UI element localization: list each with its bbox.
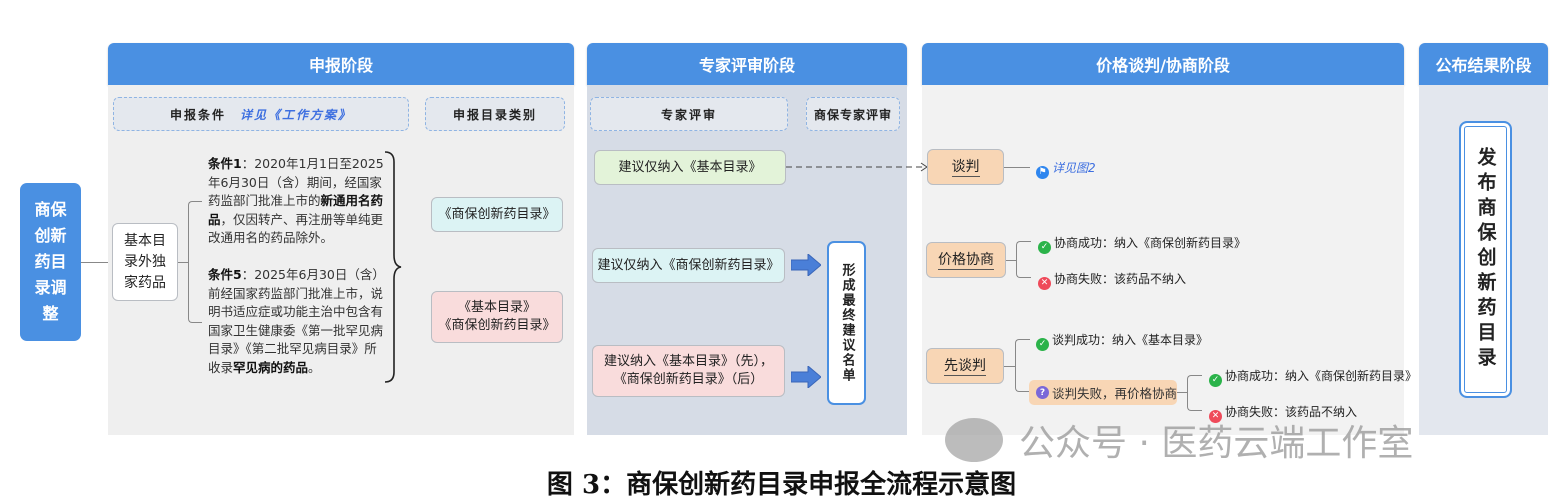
consult-success: ✓协商成功：纳入《商保创新药目录》	[1038, 234, 1246, 254]
drug-type-node: 基本目录外独家药品	[112, 223, 178, 301]
option-line: 《商保创新药目录》（后）	[613, 372, 764, 387]
final-list-label: 形成最终建议名单	[839, 263, 855, 383]
condition-1-label: 条件1	[208, 156, 242, 171]
stage-header-negotiation: 价格谈判/协商阶段	[922, 43, 1404, 85]
figure-caption: 图 3：商保创新药目录申报全流程示意图	[546, 470, 1017, 500]
bracket	[1177, 392, 1187, 393]
consult-fail: ✕协商失败：该药品不纳入	[1038, 270, 1186, 290]
condition-1: 条件1：2020年1月1日至2025年6月30日（含）期间，经国家药监部门批准上…	[208, 155, 388, 248]
cross-icon: ✕	[1209, 409, 1222, 423]
connector	[1004, 167, 1030, 168]
watermark: 公众号 · 医药云端工作室	[945, 412, 1413, 468]
condition-text: ：2020年1月1日至2025年6月30日（含）期间，经国家药监部门批准上市的	[208, 156, 384, 209]
bracket	[1187, 375, 1202, 411]
work-plan-link[interactable]: 详见《工作方案》	[240, 107, 353, 122]
category-header: 申报目录类别	[425, 97, 565, 131]
arrow-right-icon	[791, 254, 821, 276]
root-node: 商保创新药目录调整	[20, 183, 81, 341]
option-basic-only: 建议仅纳入《基本目录》	[594, 150, 786, 185]
stage-header-publish: 公布结果阶段	[1419, 43, 1548, 85]
negotiate-success-label: 谈判成功：纳入《基本目录》	[1052, 333, 1209, 347]
conditions-header: 申报条件 详见《工作方案》	[113, 97, 409, 131]
expert-review-header: 专家评审	[590, 97, 788, 131]
option-basic-then-commercial: 建议纳入《基本目录》（先）， 《商保创新药目录》（后）	[592, 345, 785, 397]
price-consult-label: 价格协商	[938, 251, 994, 270]
negotiate-fail-label: 谈判失败，再价格协商	[1051, 386, 1177, 401]
consult-fail-2-label: 协商失败：该药品不纳入	[1225, 405, 1358, 419]
cross-icon: ✕	[1038, 276, 1051, 290]
publish-result-label: 发布商保创新药目录	[1474, 147, 1497, 372]
category-line: 《基本目录》	[457, 300, 536, 315]
check-icon: ✓	[1038, 240, 1051, 254]
option-line: 建议纳入《基本目录》（先），	[603, 354, 773, 369]
negotiate-first-label: 先谈判	[944, 357, 986, 376]
negotiate-first-node: 先谈判	[926, 348, 1004, 384]
condition-text: ，仅因转产、再注册等单纯更改通用名的药品除外。	[208, 211, 384, 246]
bracket	[1016, 241, 1031, 278]
conditions-label: 申报条件	[169, 107, 226, 122]
consult-fail-2: ✕协商失败：该药品不纳入	[1209, 403, 1357, 423]
declare-panel	[108, 85, 574, 435]
condition-5-label: 条件5	[208, 267, 242, 282]
option-commercial-only: 建议仅纳入《商保创新药目录》	[592, 248, 785, 283]
dashed-arrow	[786, 162, 928, 172]
check-icon: ✓	[1209, 373, 1222, 387]
publish-result-node: 发布商保创新药目录	[1459, 121, 1512, 398]
wechat-icon	[945, 418, 1003, 462]
bracket	[1004, 366, 1015, 367]
condition-5: 条件5：2025年6月30日（含）前经国家药监部门批准上市，说明书适应症或功能主…	[208, 266, 388, 378]
price-consult-node: 价格协商	[926, 242, 1006, 278]
check-icon: ✓	[1036, 337, 1049, 351]
bracket	[188, 201, 202, 323]
connector	[178, 262, 188, 263]
bracket	[1015, 339, 1030, 392]
category-line: 《商保创新药目录》	[438, 318, 556, 333]
consult-success-label: 协商成功：纳入《商保创新药目录》	[1054, 236, 1247, 250]
negotiate-fail-node: ?谈判失败，再价格协商	[1029, 380, 1177, 405]
arrow-right-icon	[791, 366, 821, 388]
category-basic-and-commercial: 《基本目录》 《商保创新药目录》	[431, 291, 563, 343]
negotiate-node: 谈判	[927, 149, 1004, 185]
drug-type-label: 基本目录外独家药品	[124, 232, 166, 291]
consult-success-2: ✓协商成功：纳入《商保创新药目录》	[1209, 367, 1417, 387]
see-figure-2-label: 详见图2	[1052, 161, 1096, 175]
watermark-text: 公众号 · 医药云端工作室	[1019, 423, 1414, 464]
consult-fail-label: 协商失败：该药品不纳入	[1054, 272, 1187, 286]
curly-brace	[384, 151, 402, 383]
stage-header-review: 专家评审阶段	[587, 43, 907, 85]
consult-success-2-label: 协商成功：纳入《商保创新药目录》	[1225, 369, 1418, 383]
commercial-expert-review-header: 商保专家评审	[806, 97, 900, 131]
condition-text: 。	[308, 359, 321, 375]
bracket	[1006, 260, 1016, 261]
connector	[81, 262, 112, 263]
stage-header-declare: 申报阶段	[108, 43, 574, 85]
question-icon: ?	[1036, 386, 1049, 399]
category-commercial: 《商保创新药目录》	[431, 197, 563, 232]
condition-highlight: 新通用名药品	[208, 193, 384, 227]
flag-icon: ⚑	[1036, 165, 1049, 179]
root-label: 商保创新药目录调整	[34, 200, 67, 323]
negotiate-label: 谈判	[951, 158, 980, 177]
see-figure-2[interactable]: ⚑详见图2	[1036, 159, 1096, 179]
final-list-node: 形成最终建议名单	[827, 241, 866, 405]
negotiate-success: ✓谈判成功：纳入《基本目录》	[1036, 331, 1208, 351]
condition-highlight: 罕见病的药品	[233, 359, 309, 375]
condition-text: ：2025年6月30日（含）前经国家药监部门批准上市，说明书适应症或功能主治中包…	[208, 267, 385, 375]
